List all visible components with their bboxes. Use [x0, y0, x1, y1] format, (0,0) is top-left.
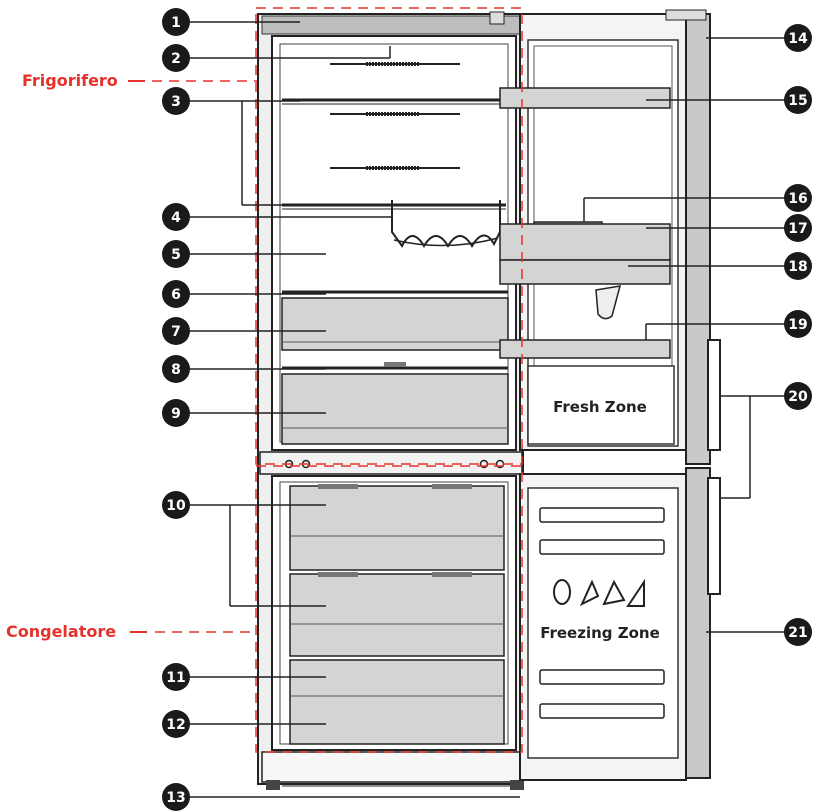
svg-text:8: 8	[171, 362, 181, 378]
callout-lines	[190, 21, 786, 798]
svg-text:13: 13	[166, 790, 185, 806]
fridge-section-label: Frigorifero	[22, 71, 258, 90]
svg-text:2: 2	[171, 51, 181, 67]
callout-badge-8: 8	[162, 355, 190, 383]
callout-badge-10: 10	[162, 491, 190, 519]
svg-text:Congelatore: Congelatore	[6, 622, 116, 641]
freezer-section-label: Congelatore	[6, 622, 258, 641]
callout-badge-14: 14	[784, 24, 812, 52]
callout-badge-2: 2	[162, 44, 190, 72]
svg-text:Freezing Zone: Freezing Zone	[540, 624, 660, 642]
callout-badge-9: 9	[162, 399, 190, 427]
callout-badge-13: 13	[162, 783, 190, 811]
crisper-drawer-lower	[281, 373, 509, 445]
door-bin-upper	[499, 87, 671, 109]
callout-badge-5: 5	[162, 240, 190, 268]
freezer-drawer-1	[289, 484, 505, 571]
callout-badge-21: 21	[784, 618, 812, 646]
svg-text:18: 18	[788, 259, 807, 275]
svg-text:3: 3	[171, 94, 181, 110]
svg-text:11: 11	[166, 670, 185, 686]
svg-text:21: 21	[788, 625, 807, 641]
callout-badge-15: 15	[784, 86, 812, 114]
freezer-door: Freezing Zone	[519, 467, 711, 781]
section-outlines	[255, 7, 523, 753]
door-bin-lower	[499, 339, 671, 359]
callout-badge-1: 1	[162, 8, 190, 36]
svg-text:Fresh Zone: Fresh Zone	[553, 398, 647, 416]
door-bin-dairy	[499, 259, 671, 320]
callout-badge-17: 17	[784, 214, 812, 242]
svg-text:20: 20	[788, 389, 808, 405]
callout-badge-3: 3	[162, 87, 190, 115]
svg-text:15: 15	[788, 93, 807, 109]
callout-badge-16: 16	[784, 184, 812, 212]
callout-badge-19: 19	[784, 310, 812, 338]
svg-text:5: 5	[171, 247, 181, 263]
svg-text:17: 17	[788, 221, 807, 237]
door-handles	[707, 339, 721, 595]
svg-text:4: 4	[171, 210, 181, 226]
freezer-drawer-3	[289, 659, 505, 745]
svg-text:12: 12	[166, 717, 185, 733]
callout-badge-20: 20	[784, 382, 812, 410]
callout-badge-11: 11	[162, 663, 190, 691]
svg-text:1: 1	[171, 15, 181, 31]
svg-text:19: 19	[788, 317, 807, 333]
door-bin-middle	[499, 223, 671, 261]
drawer-divider-shelf	[282, 362, 508, 370]
svg-text:6: 6	[171, 287, 181, 303]
svg-text:10: 10	[166, 498, 186, 514]
svg-text:14: 14	[788, 31, 808, 47]
svg-text:9: 9	[171, 406, 181, 422]
freezer-drawer-2	[289, 572, 505, 657]
svg-text:16: 16	[788, 191, 807, 207]
callout-badge-6: 6	[162, 280, 190, 308]
callout-badge-7: 7	[162, 317, 190, 345]
svg-text:Frigorifero: Frigorifero	[22, 71, 118, 90]
crisper-drawer-upper	[281, 297, 509, 351]
callout-badge-4: 4	[162, 203, 190, 231]
callout-badge-18: 18	[784, 252, 812, 280]
callout-badge-12: 12	[162, 710, 190, 738]
fridge-shelves	[282, 62, 508, 294]
svg-text:7: 7	[171, 324, 181, 340]
fresh-zone-panel: Fresh Zone	[527, 365, 675, 445]
